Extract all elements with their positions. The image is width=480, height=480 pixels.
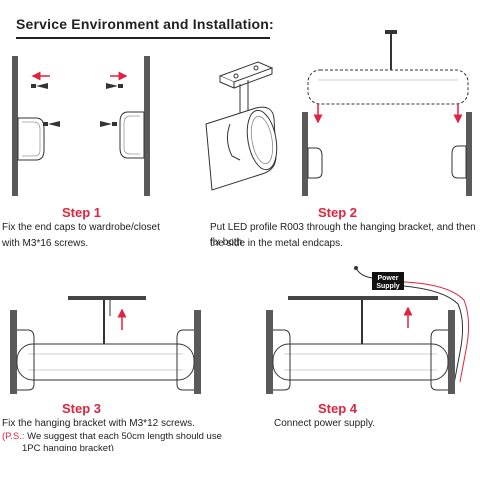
red-wire: [403, 281, 470, 383]
step4-text-line1: Connect power supply.: [274, 418, 375, 429]
step2-text-line1: Put LED profile R003 through the hanging…: [210, 222, 476, 248]
step4-illustration: Power Supply: [266, 266, 470, 394]
profile-dashed: [307, 69, 469, 105]
right-wall: [448, 310, 455, 394]
step3-note-line2: 1PC hanging bracket): [22, 443, 114, 451]
screw-icon: [100, 121, 117, 127]
screw-icon: [31, 83, 48, 89]
left-wall: [10, 310, 17, 394]
step1-label: Step 1: [62, 205, 102, 220]
step1-text-line1: Fix the end caps to wardrobe/closet: [2, 222, 160, 233]
left-wall: [302, 112, 308, 196]
right-wall: [466, 112, 472, 196]
power-supply: Power Supply: [372, 272, 404, 290]
psu-label-line1: Power: [377, 275, 398, 282]
left-end-cap: [17, 117, 45, 161]
step1-text-line2: with M3*16 screws.: [2, 238, 89, 249]
black-wire: [403, 285, 464, 385]
screw-icon: [43, 121, 60, 127]
step2-label: Step 2: [318, 205, 358, 220]
title-underline: [16, 37, 270, 39]
right-wall: [194, 310, 201, 394]
bracket-plate: [218, 61, 274, 83]
ps-label: (P.S.:: [2, 431, 25, 442]
step2-text-line2: the side in the metal endcaps.: [210, 238, 343, 249]
step3-illustration: [10, 296, 201, 394]
step3-text-line1: Fix the hanging bracket with M3*12 screw…: [2, 418, 195, 429]
ps-text: We suggest that each 50cm length should …: [24, 431, 222, 442]
step3-note: (P.S.: We suggest that each 50cm length …: [2, 431, 222, 443]
led-profile: [16, 343, 195, 381]
ceiling-board: [288, 296, 438, 300]
led-profile: [272, 343, 449, 381]
left-wall: [12, 56, 18, 196]
step4-label: Step 4: [318, 401, 358, 416]
right-wall: [144, 56, 150, 196]
step1-illustration: [12, 56, 150, 196]
step3-label: Step 3: [62, 401, 102, 416]
psu-label-line2: Supply: [376, 283, 399, 290]
step2-illustration: [205, 30, 472, 196]
left-wall: [266, 310, 273, 394]
right-end-cap: [119, 111, 145, 159]
ceiling-board: [68, 296, 146, 300]
page-title: Service Environment and Installation:: [16, 16, 274, 32]
ceiling-mount: [385, 30, 397, 34]
screw-icon: [106, 83, 123, 89]
